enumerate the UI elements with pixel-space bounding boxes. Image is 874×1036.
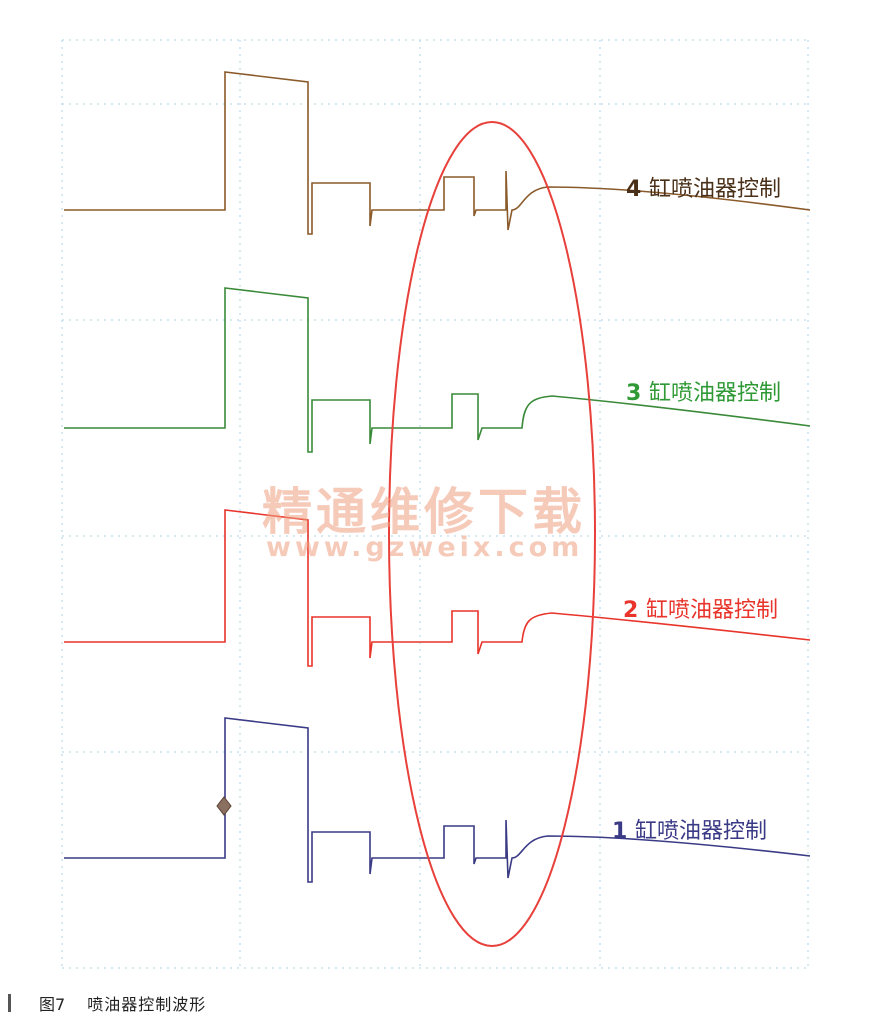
figure-caption: 图7 喷油器控制波形 xyxy=(8,989,206,1017)
series-label-text: 缸喷油器控制 xyxy=(649,381,781,406)
series-label-cylinder-2: 2 缸喷油器控制 xyxy=(623,598,778,623)
series-label-cylinder-3: 3 缸喷油器控制 xyxy=(626,381,781,406)
series-label-text: 缸喷油器控制 xyxy=(649,177,781,202)
chart-traces xyxy=(64,71,811,883)
caption-bar xyxy=(8,994,11,1012)
chart-grid xyxy=(61,39,809,969)
series-label-text: 缸喷油器控制 xyxy=(646,598,778,623)
trigger-marker-icon xyxy=(216,796,232,816)
trace-cylinder-2 xyxy=(64,509,811,667)
caption-figure-number: 图7 xyxy=(39,995,66,1014)
series-label-number: 3 xyxy=(626,381,649,406)
caption-text: 喷油器控制波形 xyxy=(87,995,207,1014)
watermark-url: www.gzweix.com xyxy=(266,532,584,563)
series-label-number: 1 xyxy=(612,819,635,844)
series-label-cylinder-1: 1 缸喷油器控制 xyxy=(612,819,767,844)
highlight-ellipse xyxy=(388,121,596,947)
trace-cylinder-4 xyxy=(64,71,811,235)
series-label-cylinder-4: 4 缸喷油器控制 xyxy=(626,177,781,202)
trace-cylinder-1 xyxy=(64,717,811,883)
series-label-text: 缸喷油器控制 xyxy=(635,819,767,844)
series-label-number: 4 xyxy=(626,177,649,202)
chart-overlay xyxy=(388,121,596,947)
watermark-title: 精通维修下载 xyxy=(262,483,586,541)
series-label-number: 2 xyxy=(623,598,646,623)
trace-cylinder-3 xyxy=(64,287,811,453)
